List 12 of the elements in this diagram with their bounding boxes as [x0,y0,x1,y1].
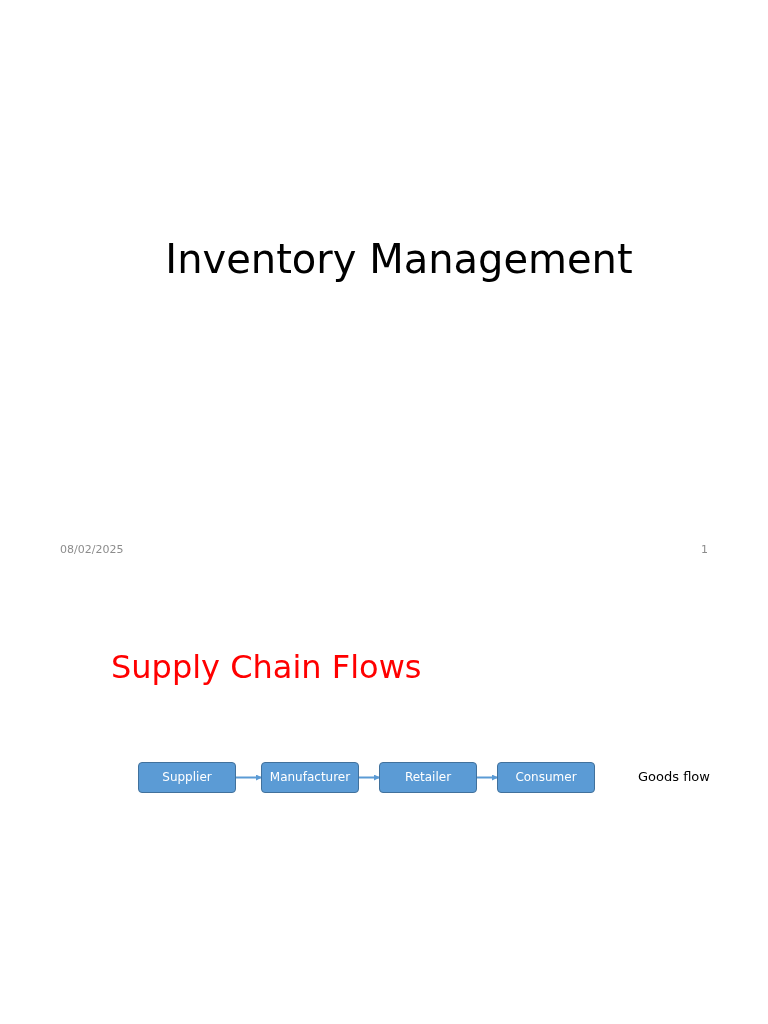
slide-heading: Supply Chain Flows [111,648,422,686]
flow-label: Goods flow [638,769,710,784]
arrow [358,774,380,781]
slide-title: Inventory Management [164,236,634,282]
process-box: Manufacturer [261,762,359,793]
process-box: Supplier [138,762,236,793]
arrow [476,774,498,781]
page-number: 1 [701,543,708,556]
date-text: 08/02/2025 [60,543,124,556]
process-box: Retailer [379,762,477,793]
arrow [235,774,262,781]
process-box: Consumer [497,762,595,793]
